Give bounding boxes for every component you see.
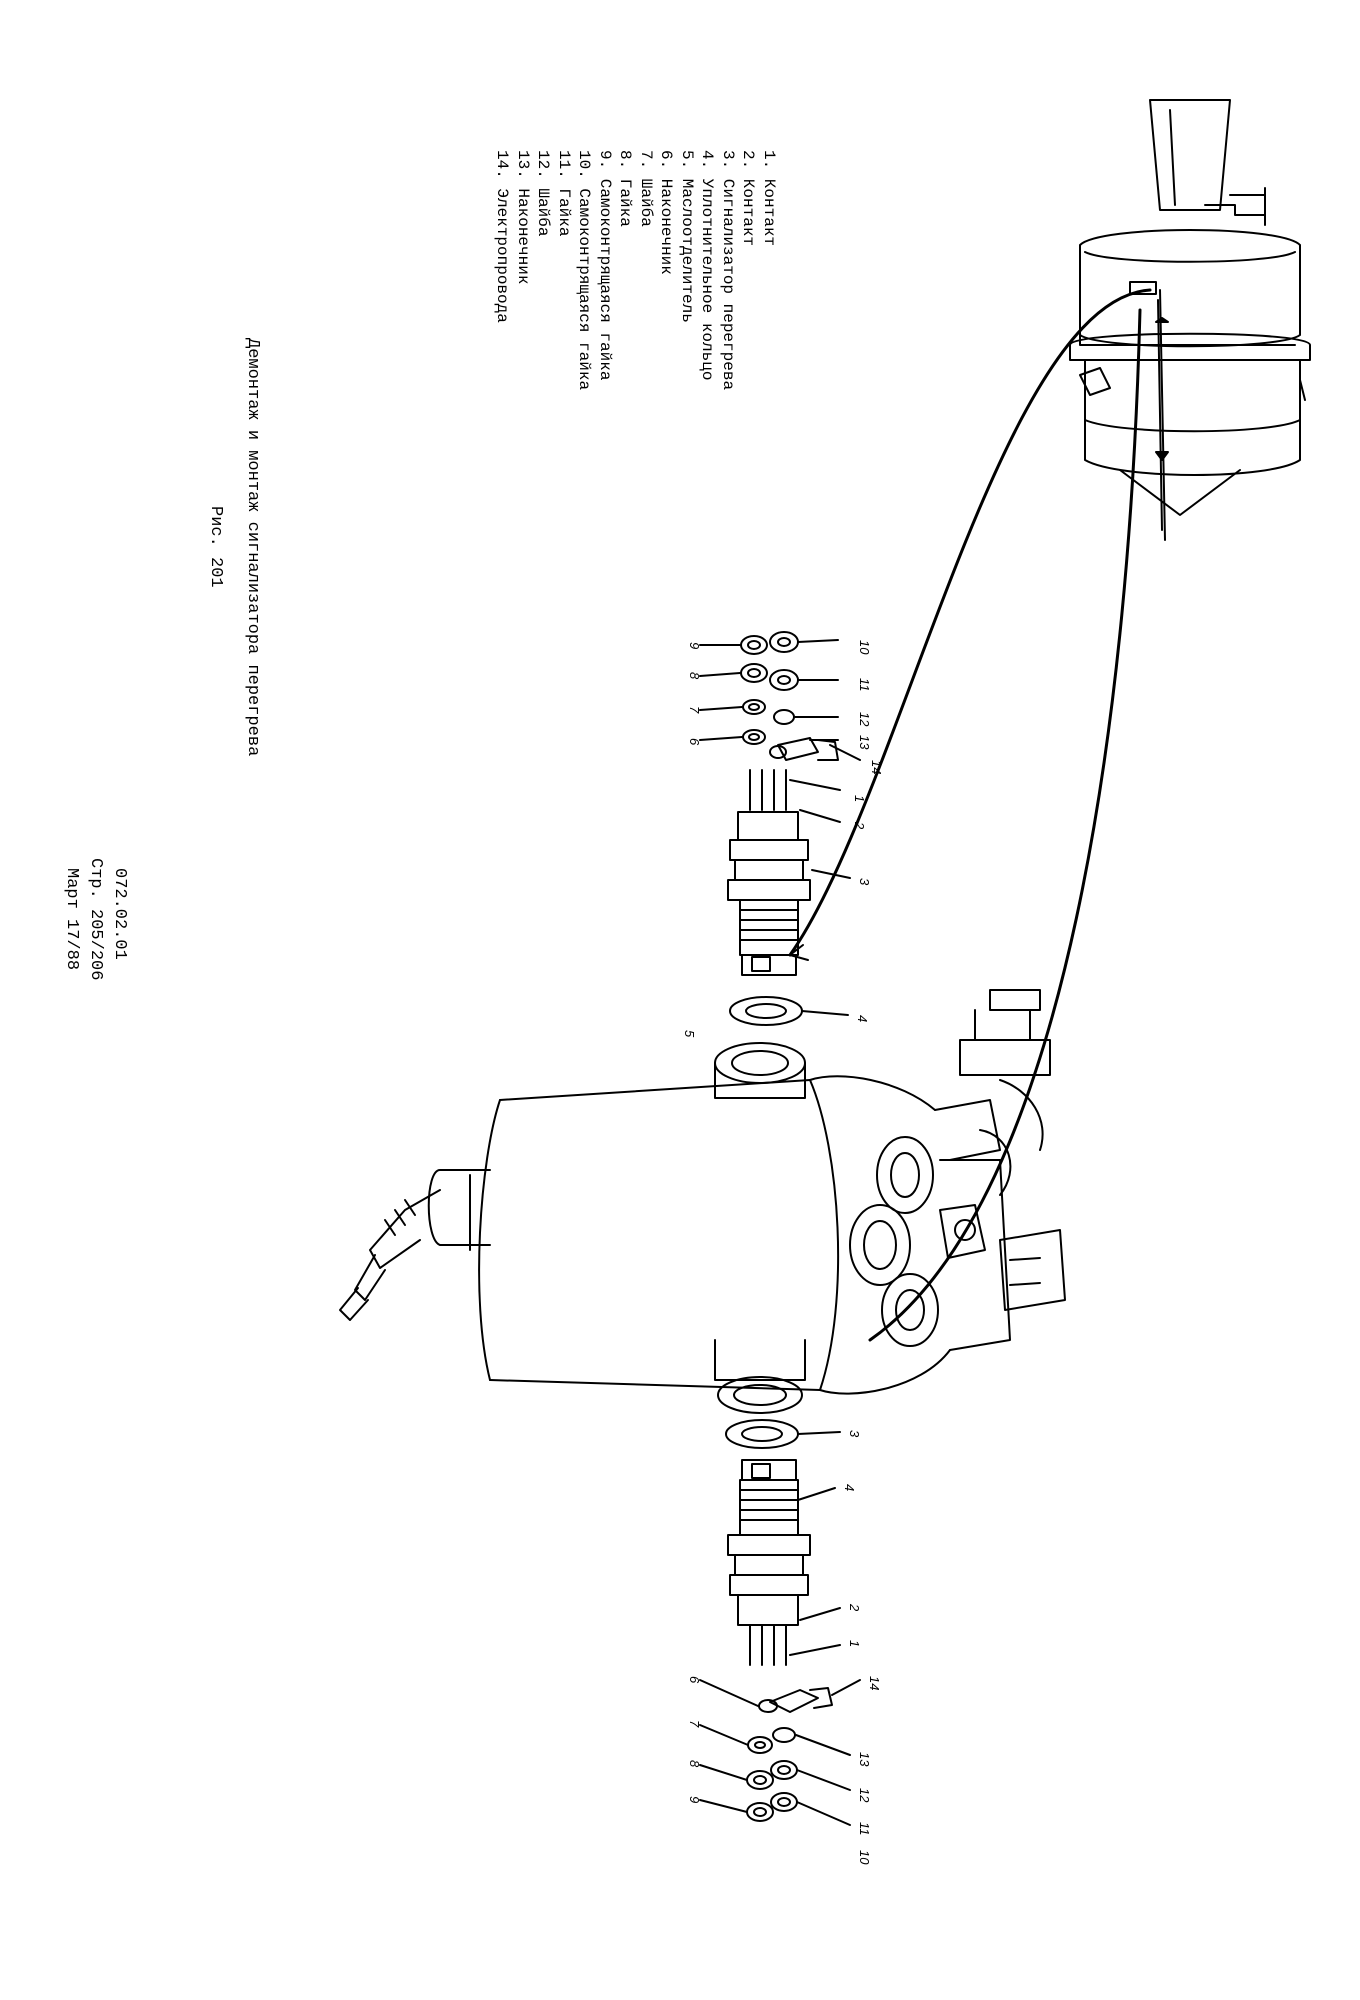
upstream-assembly [1069, 99, 1311, 516]
callout-6-lower: 6 [687, 1676, 702, 1684]
callout-9-lower: 9 [687, 1796, 702, 1803]
callout-2-lower: 2 [847, 1603, 862, 1612]
callout-12-lower: 12 [857, 1788, 872, 1803]
callout-7-lower: 7 [687, 1720, 702, 1728]
callout-12-upper: 12 [857, 712, 872, 727]
callout-4-upper: 4 [855, 1015, 870, 1022]
callout-2-upper: 2 [852, 821, 867, 830]
callout-3-upper: 3 [857, 878, 872, 886]
callout-3-lower: 3 [847, 1430, 862, 1438]
callout-9-upper: 9 [687, 642, 702, 649]
callout-13-upper: 13 [857, 735, 872, 750]
callout-11-upper: 11 [857, 678, 872, 692]
callout-8-lower: 8 [687, 1760, 702, 1768]
callout-4-lower: 4 [842, 1484, 857, 1491]
callout-14-upper: 14 [869, 760, 884, 774]
callout-6-upper: 6 [687, 738, 702, 746]
callout-8-upper: 8 [687, 672, 702, 680]
callout-10-lower: 10 [857, 1850, 872, 1865]
callout-11-lower: 11 [857, 1822, 872, 1836]
upper-parts [699, 631, 861, 1026]
callout-1-upper: 1 [852, 795, 867, 802]
callout-7-upper: 7 [687, 706, 702, 714]
callout-10-upper: 10 [857, 640, 872, 655]
callout-14-lower: 14 [867, 1676, 882, 1690]
oil-separator [339, 989, 1066, 1414]
callout-5: 5 [682, 1030, 697, 1038]
callout-13-lower: 13 [857, 1752, 872, 1767]
callout-1-lower: 1 [847, 1640, 862, 1647]
lower-parts [699, 1419, 861, 1826]
